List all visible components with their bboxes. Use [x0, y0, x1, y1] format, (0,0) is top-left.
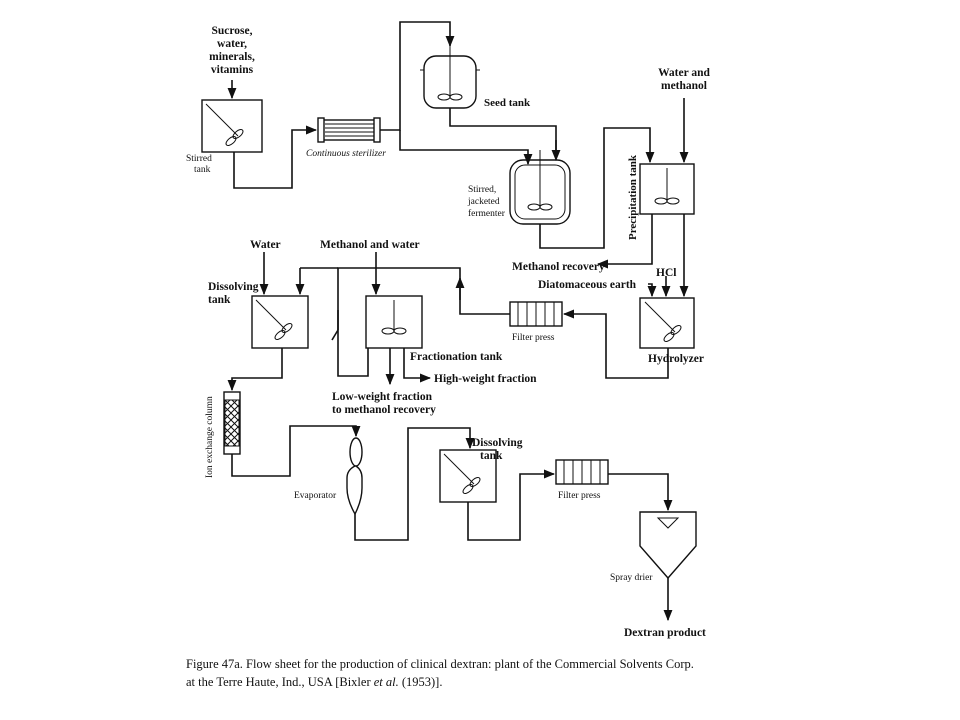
sterilizer-label: Continuous sterilizer [306, 149, 386, 159]
labels: Sucrose, water, minerals, vitamins Stirr… [186, 25, 711, 639]
precipitation-tank [639, 163, 695, 215]
water-methanol-label-1: Water and [658, 67, 710, 79]
stirred-tank-label-2: tank [194, 165, 211, 175]
filter-press-2 [555, 459, 609, 485]
high-weight-fraction-label: High-weight fraction [434, 373, 537, 385]
filter-press-1-label: Filter press [512, 333, 555, 343]
fermenter-label-3: fermenter [468, 208, 506, 219]
fermenter-label-2: jacketed [467, 197, 500, 207]
spray-drier [639, 511, 697, 580]
caption-line-2a: at the Terre Haute, Ind., USA [Bixler [186, 675, 374, 689]
evaporator [346, 437, 363, 516]
dissolving-tank-2 [439, 449, 497, 503]
water-methanol-label-2: methanol [661, 80, 707, 92]
figure-caption: Figure 47a. Flow sheet for the productio… [186, 657, 694, 689]
caption-line-1: Figure 47a. Flow sheet for the productio… [186, 657, 694, 671]
filter-press-1 [509, 301, 563, 327]
feed-label-4: vitamins [211, 64, 254, 76]
fermenter-label-1: Stirred, [468, 185, 496, 195]
methanol-recovery-label: Methanol recovery [512, 261, 605, 273]
diatomaceous-earth-label: Diatomaceous earth [538, 279, 637, 291]
methanol-water-label: Methanol and water [320, 239, 420, 251]
fermenter [509, 150, 571, 225]
ion-exchange-column [223, 391, 241, 455]
seed-tank-label: Seed tank [484, 97, 531, 109]
dissolving-tank-1-label-2: tank [208, 294, 231, 306]
caption-line-2b: et al. [374, 675, 399, 689]
stirred-tank [201, 99, 263, 153]
caption-line-2c: (1953)]. [399, 675, 443, 689]
dissolving-tank-1 [251, 295, 309, 349]
hydrolyzer-label: Hydrolyzer [648, 353, 704, 365]
stirred-tank-label-1: Stirred [186, 154, 212, 164]
feed-label-2: water, [217, 38, 247, 50]
feed-label-1: Sucrose, [212, 25, 253, 37]
caption-line-2: at the Terre Haute, Ind., USA [Bixler et… [186, 675, 442, 689]
dextran-product-label: Dextran product [624, 627, 706, 639]
feed-label-3: minerals, [209, 51, 255, 63]
seed-tank [420, 44, 480, 109]
dissolving-tank-1-label-1: Dissolving [208, 281, 259, 293]
hcl-label: HCl [656, 267, 676, 279]
hydrolyzer [639, 297, 695, 349]
dissolving-tank-2-label-1: Dissolving [472, 437, 523, 449]
precipitation-tank-label: Precipitation tank [627, 154, 639, 240]
fractionation-tank [365, 295, 423, 349]
flow-lines [227, 21, 689, 622]
low-weight-label-1: Low-weight fraction [332, 391, 433, 403]
spray-drier-label: Spray drier [610, 573, 653, 583]
filter-press-2-label: Filter press [558, 491, 601, 501]
evaporator-label: Evaporator [294, 491, 337, 501]
ion-exchange-column-label: Ion exchange column [205, 396, 215, 478]
dissolving-tank-2-label-2: tank [480, 450, 503, 462]
low-weight-label-2: to methanol recovery [332, 404, 436, 416]
continuous-sterilizer [317, 117, 381, 143]
fractionation-tank-label: Fractionation tank [410, 351, 503, 363]
water-label: Water [250, 239, 281, 251]
